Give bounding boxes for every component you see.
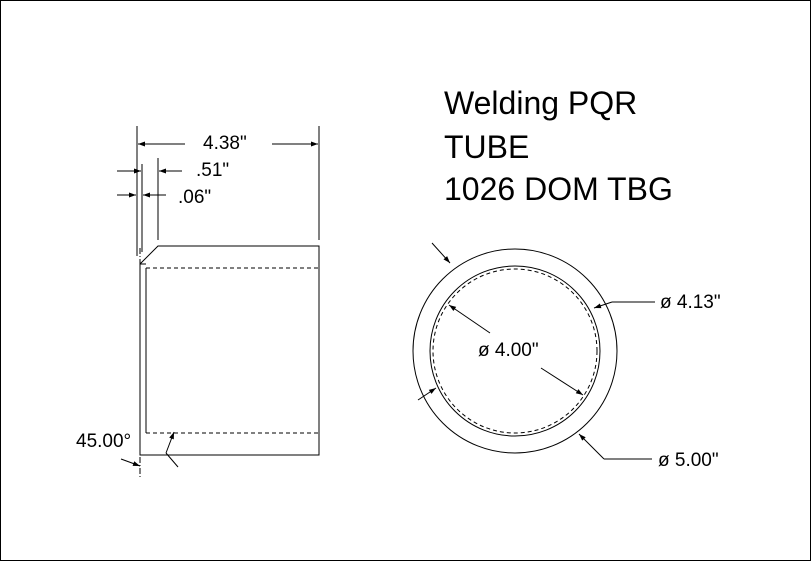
angle-arrow-right — [165, 431, 175, 454]
od-leader-top — [431, 242, 451, 264]
side-view: 4.38" .51" .06" 45.00° — [76, 126, 320, 478]
title-line-2: TUBE — [444, 129, 529, 165]
end-view: ø 4.13" ø 4.00" ø 5.00" — [412, 242, 721, 471]
bevel-length-label: .51" — [196, 160, 229, 181]
outer-circle — [412, 248, 618, 454]
od-leader-bottom-left — [417, 387, 437, 401]
bevel-angle-label: 45.00° — [76, 431, 131, 452]
bevel-dia-leader-arrow — [593, 301, 613, 309]
angle-arrow-left — [120, 458, 141, 467]
outer-diameter-label: ø 5.00" — [658, 450, 719, 471]
inner-circle — [432, 268, 598, 434]
id-arrow-lower — [540, 367, 584, 396]
tube-outline — [139, 245, 320, 456]
inner-diameter-label: ø 4.00" — [478, 340, 539, 361]
od-leader-arrow — [578, 433, 605, 460]
land-label: .06" — [178, 187, 211, 208]
title-block: Welding PQR TUBE 1026 DOM TBG — [444, 85, 673, 207]
title-line-1: Welding PQR — [444, 85, 637, 121]
bevel-diameter-label: ø 4.13" — [660, 292, 721, 313]
angle-leader-right — [165, 452, 179, 468]
title-line-3: 1026 DOM TBG — [444, 171, 673, 207]
overall-length-label: 4.38" — [203, 133, 247, 154]
id-arrow-upper — [448, 304, 491, 334]
bevel-circle — [429, 265, 601, 437]
